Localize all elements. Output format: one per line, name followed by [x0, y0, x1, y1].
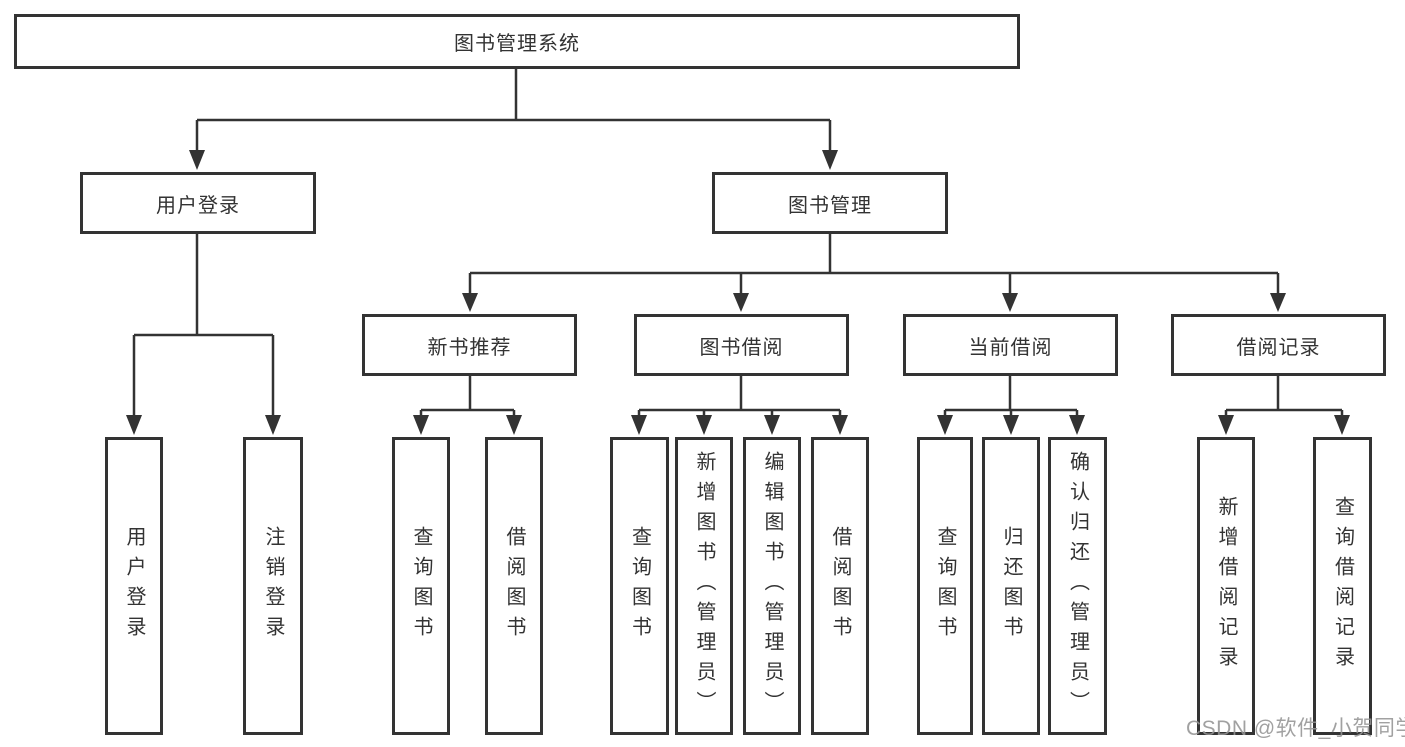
csdn-watermark: CSDN @软件_小贺同学: [1186, 717, 1405, 740]
node-label: 当前借阅: [968, 336, 1053, 359]
leaf-label: 编辑图书（管理员）: [761, 451, 783, 721]
leaf-label: 查询借阅记录: [1331, 496, 1354, 676]
node-user-login-branch: 用户登录: [80, 172, 316, 234]
leaf-label: 借阅图书: [829, 526, 851, 646]
leaf-return-books: 归还图书: [982, 437, 1040, 735]
leaf-query-borrow-record: 查询借阅记录: [1313, 437, 1372, 735]
leaf-add-borrow-record: 新增借阅记录: [1197, 437, 1255, 735]
leaf-label: 确认归还（管理员）: [1066, 451, 1089, 721]
leaf-label: 归还图书: [1000, 526, 1022, 646]
leaf-confirm-return-admin: 确认归还（管理员）: [1048, 437, 1107, 735]
leaf-query-books-current: 查询图书: [917, 437, 973, 735]
leaf-logout: 注销登录: [243, 437, 303, 735]
leaf-label: 新增图书（管理员）: [693, 451, 715, 721]
node-borrowing-records: 借阅记录: [1171, 314, 1386, 376]
leaf-edit-books-admin: 编辑图书（管理员）: [743, 437, 801, 735]
node-book-management: 图书管理: [712, 172, 948, 234]
leaf-add-books-admin: 新增图书（管理员）: [675, 437, 733, 735]
node-label: 借阅记录: [1236, 336, 1321, 359]
node-label: 用户登录: [156, 194, 240, 217]
leaf-label: 用户登录: [123, 526, 145, 646]
leaf-label: 查询图书: [934, 526, 956, 646]
node-label: 图书管理系统: [454, 33, 580, 55]
node-new-book-recommendation: 新书推荐: [362, 314, 577, 376]
node-current-borrowing: 当前借阅: [903, 314, 1118, 376]
node-root-library-system: 图书管理系统: [14, 14, 1020, 69]
leaf-user-login: 用户登录: [105, 437, 163, 735]
node-label: 新书推荐: [427, 336, 512, 359]
leaf-label: 注销登录: [262, 526, 284, 646]
leaf-query-books-borrowing: 查询图书: [610, 437, 669, 735]
node-label: 图书管理: [788, 194, 872, 217]
leaf-borrow-books-recommend: 借阅图书: [485, 437, 543, 735]
node-label: 图书借阅: [699, 336, 784, 359]
node-book-borrowing: 图书借阅: [634, 314, 849, 376]
leaf-label: 查询图书: [410, 526, 432, 646]
leaf-label: 借阅图书: [503, 526, 525, 646]
leaf-borrow-books: 借阅图书: [811, 437, 869, 735]
leaf-label: 查询图书: [628, 526, 651, 646]
leaf-query-books-recommend: 查询图书: [392, 437, 450, 735]
leaf-label: 新增借阅记录: [1215, 496, 1237, 676]
